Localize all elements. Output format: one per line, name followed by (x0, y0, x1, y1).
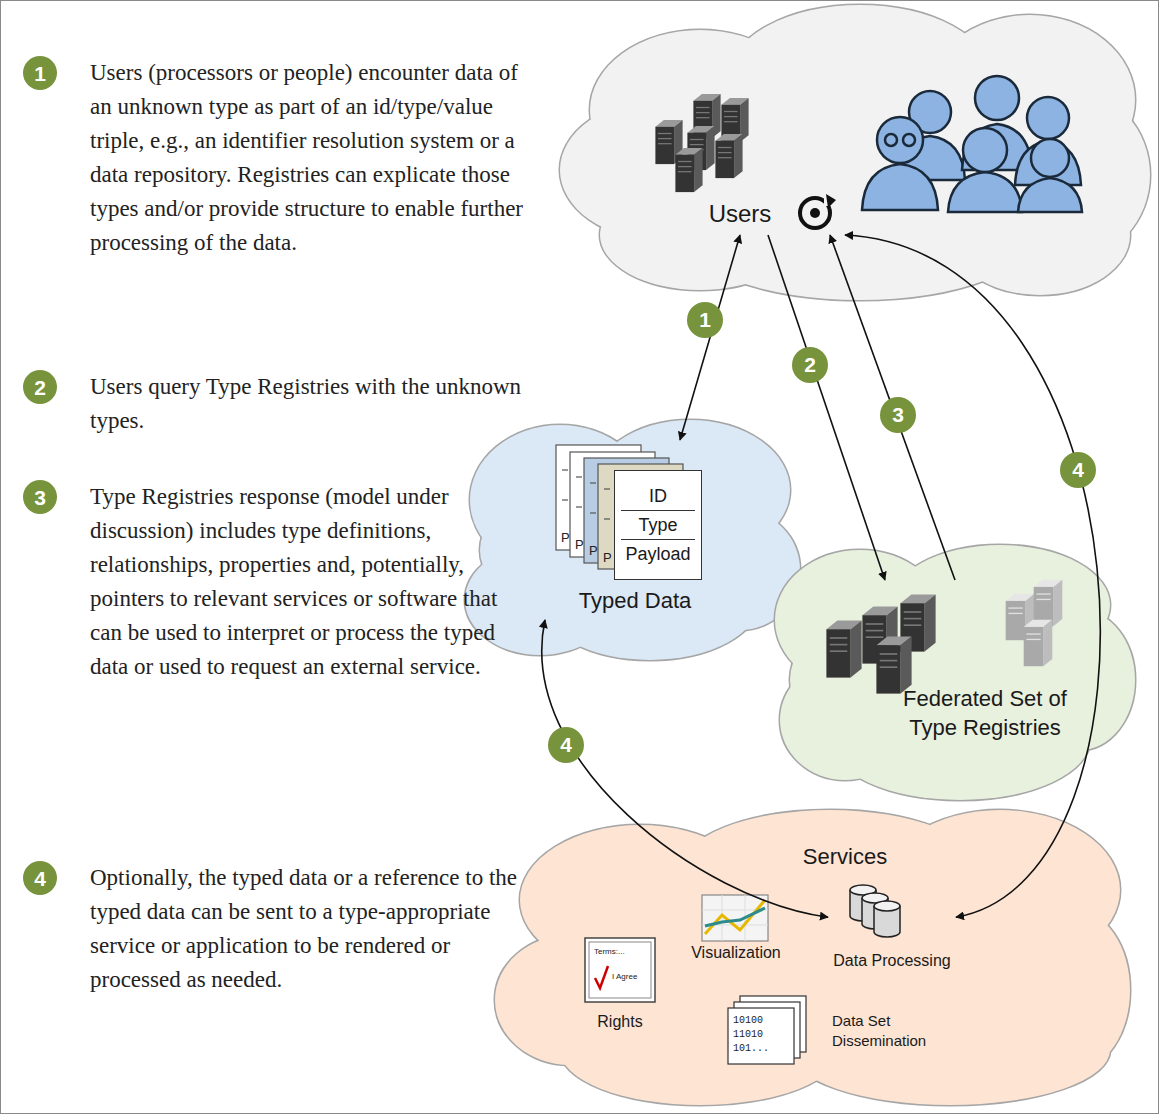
callout-circle: 4 (23, 861, 57, 895)
binary-text: 101... (733, 1042, 769, 1055)
node-text: Payload (621, 540, 695, 568)
card-letter: P (561, 530, 570, 546)
callout-number: 4 (34, 868, 46, 889)
node-text: Rights (575, 1011, 665, 1032)
callout-number: 1 (687, 302, 723, 338)
rights-icon (585, 938, 655, 1002)
callout-number: 3 (34, 487, 46, 508)
card-letter: P (575, 537, 584, 553)
callout-circle: 3 (23, 480, 57, 514)
services-cloud (495, 810, 1130, 1105)
node-text: Typed Data (565, 586, 705, 615)
callout-number: 2 (792, 347, 828, 383)
callout-number: 3 (880, 397, 916, 433)
visualization-icon (702, 895, 768, 941)
flow-arrow (680, 235, 740, 440)
rights-text: I Agree (612, 972, 637, 982)
step-description: Users (processors or people) encounter d… (90, 56, 530, 260)
node-text: Visualization (672, 942, 800, 963)
data-processing-service: Data Processing (828, 880, 956, 973)
callout-number: 2 (34, 377, 46, 398)
callout-number: 4 (548, 727, 584, 763)
refresh-icon (800, 194, 836, 228)
typed-data-cloud: Typed Data IDTypePayload (510, 440, 760, 620)
users-cloud: Users (600, 60, 1100, 235)
callout-circle: 2 (23, 370, 57, 404)
binary-text: 10100 (733, 1014, 763, 1027)
people-icon (862, 76, 1082, 212)
node-text: ID (621, 482, 695, 511)
callout-number: 4 (1060, 452, 1096, 488)
node-text: Data Processing (828, 950, 956, 971)
users-cloud (560, 5, 1150, 300)
card-letter: P (589, 543, 598, 559)
database-icon (850, 885, 900, 937)
node-text: Federated Set of Type Registries (885, 684, 1085, 742)
node-text: Type (621, 511, 695, 540)
flow-arrow (768, 235, 885, 580)
rights-text: Terms:... (594, 947, 625, 957)
visualization-service: Visualization (672, 892, 800, 968)
callout-circle: 1 (23, 56, 57, 90)
step-description: Type Registries response (model under di… (90, 480, 530, 684)
registries-cloud (775, 545, 1135, 800)
registries-cloud: Federated Set of Type Registries (800, 580, 1110, 760)
dataset-pages-icon (728, 996, 806, 1064)
user-servers-icon (655, 94, 748, 192)
node-text: Users (690, 198, 790, 229)
node-text: Services (790, 842, 900, 871)
typed-data-cloud (465, 420, 800, 660)
callout-number: 1 (34, 63, 46, 84)
node-text: Data Set Dissemination (832, 1011, 942, 1051)
typed-record: IDTypePayload (614, 470, 702, 580)
flow-arrow (542, 620, 828, 917)
flow-arrow (845, 235, 1100, 917)
registry-servers-icon (826, 580, 1062, 694)
card-letter: P (603, 550, 612, 566)
services-cloud: ServicesRights Visualization Data Processi… (540, 838, 1100, 1093)
step-description: Users query Type Registries with the unk… (90, 370, 530, 438)
flow-arrow (830, 235, 955, 580)
binary-text: 11010 (733, 1028, 763, 1041)
step-description: Optionally, the typed data or a referenc… (90, 861, 530, 997)
